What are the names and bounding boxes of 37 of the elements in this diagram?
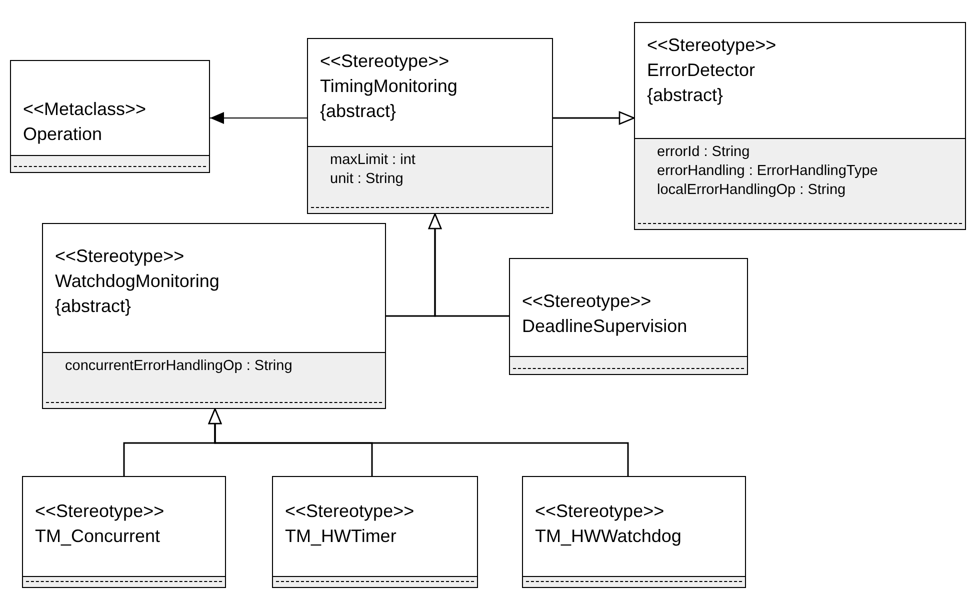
class-box bbox=[634, 22, 966, 230]
association-arrow bbox=[210, 112, 308, 124]
class-box bbox=[509, 258, 748, 375]
class-name: Operation bbox=[23, 123, 102, 146]
attribute-text: errorId : String bbox=[657, 143, 750, 162]
class-name: TM_HWTimer bbox=[285, 525, 396, 548]
class-box bbox=[522, 476, 746, 588]
stereotype-label: <<Stereotype>> bbox=[522, 290, 652, 313]
constraint-label: {abstract} bbox=[320, 100, 396, 123]
attribute-text: localErrorHandlingOp : String bbox=[657, 181, 846, 200]
class-name: DeadlineSupervision bbox=[522, 315, 688, 338]
class-box bbox=[272, 476, 478, 588]
stereotype-label: <<Metaclass>> bbox=[23, 98, 146, 121]
generalization-arrow bbox=[553, 111, 635, 125]
class-name: ErrorDetector bbox=[647, 59, 756, 82]
stereotype-label: <<Stereotype>> bbox=[320, 50, 450, 73]
class-name: TM_HWWatchdog bbox=[535, 525, 682, 548]
attribute-text: concurrentErrorHandlingOp : String bbox=[65, 357, 292, 376]
generalization-arrow bbox=[208, 408, 629, 476]
class-box bbox=[22, 476, 226, 588]
constraint-label: {abstract} bbox=[647, 84, 724, 107]
stereotype-label: <<Stereotype>> bbox=[35, 500, 164, 523]
stereotype-label: <<Stereotype>> bbox=[55, 245, 184, 268]
stereotype-label: <<Stereotype>> bbox=[535, 500, 664, 523]
class-name: TM_Concurrent bbox=[35, 525, 160, 548]
constraint-label: {abstract} bbox=[55, 295, 132, 318]
class-box bbox=[307, 38, 553, 214]
attribute-text: maxLimit : int bbox=[330, 151, 416, 170]
attribute-text: errorHandling : ErrorHandlingType bbox=[657, 162, 878, 181]
attribute-text: unit : String bbox=[330, 170, 404, 189]
stereotype-label: <<Stereotype>> bbox=[285, 500, 414, 523]
class-name: TimingMonitoring bbox=[320, 75, 458, 98]
generalization-arrow bbox=[428, 213, 509, 317]
class-box bbox=[10, 60, 210, 173]
stereotype-label: <<Stereotype>> bbox=[647, 34, 776, 57]
class-box bbox=[42, 223, 386, 409]
class-name: WatchdogMonitoring bbox=[55, 270, 220, 293]
